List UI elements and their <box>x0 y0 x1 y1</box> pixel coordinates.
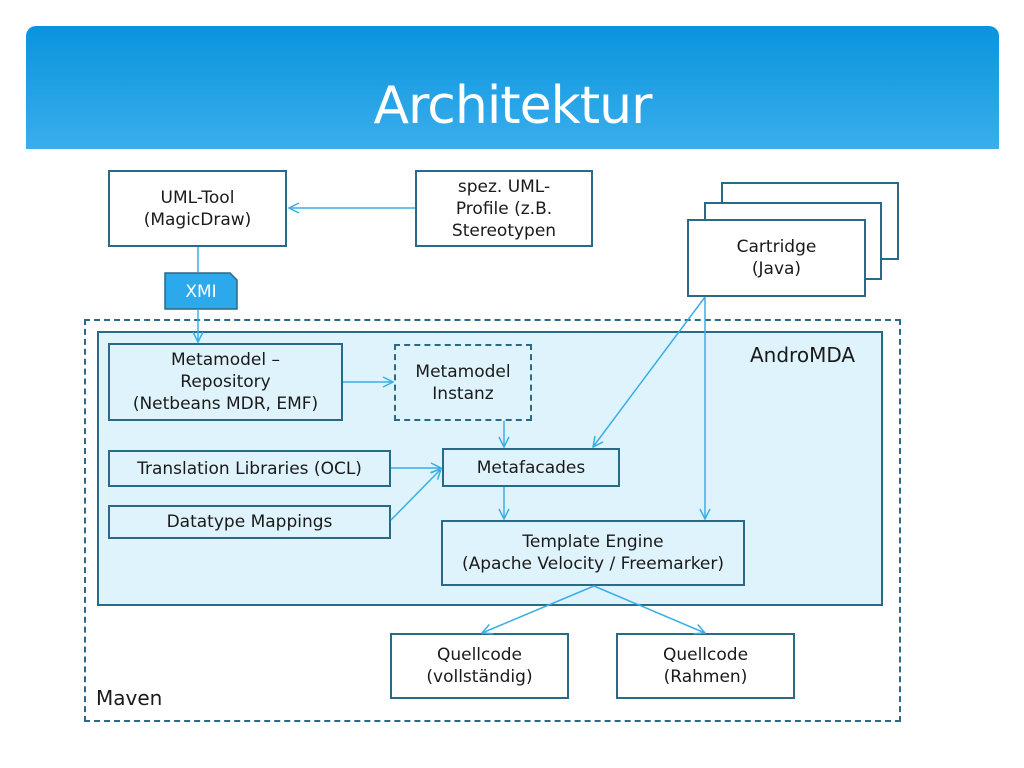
source-code-frame-node: Quellcode (Rahmen) <box>616 633 795 699</box>
xmi-label: XMI <box>185 282 217 302</box>
metamodel-instance-node: Metamodel Instanz <box>394 344 532 421</box>
uml-tool-node: UML-Tool (MagicDraw) <box>108 170 287 247</box>
xmi-document-icon <box>164 272 238 310</box>
cartridge-node: Cartridge (Java) <box>687 219 866 297</box>
metafacades-node: Metafacades <box>442 448 620 487</box>
template-engine-node: Template Engine (Apache Velocity / Freem… <box>441 520 745 586</box>
maven-container <box>84 319 901 722</box>
metamodel-repository-node: Metamodel – Repository (Netbeans MDR, EM… <box>108 343 343 421</box>
uml-profile-node: spez. UML- Profile (z.B. Stereotypen <box>415 170 593 247</box>
title-banner: Architektur <box>26 26 999 149</box>
datatype-mappings-node: Datatype Mappings <box>108 505 391 539</box>
translation-libraries-node: Translation Libraries (OCL) <box>108 450 391 487</box>
andromda-label: AndroMDA <box>750 343 856 367</box>
maven-label: Maven <box>96 686 163 710</box>
slide-title: Architektur <box>373 76 652 136</box>
source-code-complete-node: Quellcode (vollständig) <box>390 633 569 699</box>
